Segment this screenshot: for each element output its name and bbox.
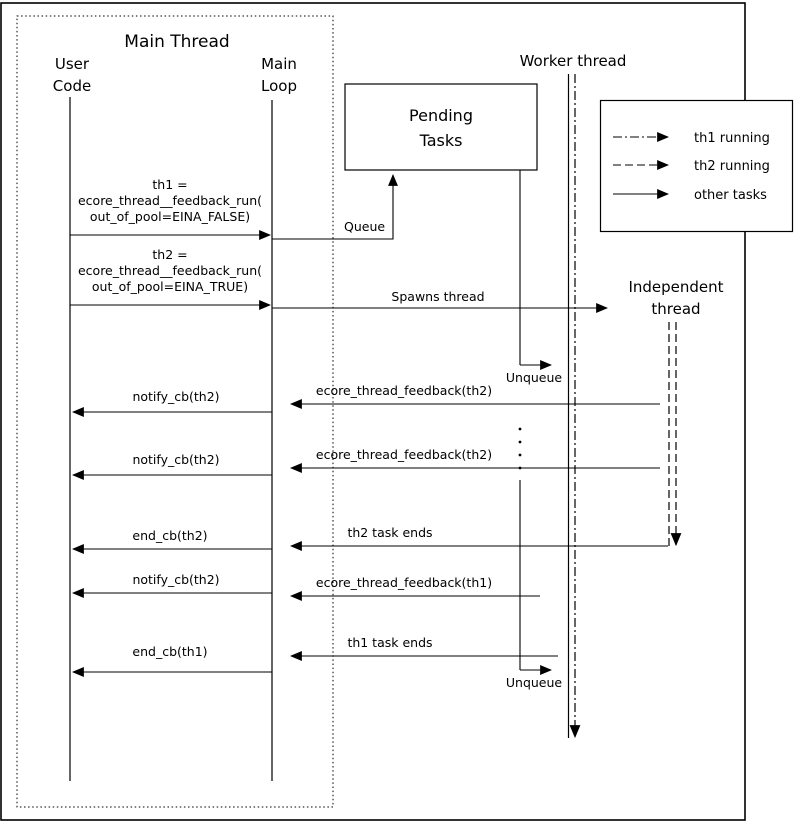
- independent-thread-label-line1: Independent: [628, 278, 723, 296]
- dot-3: [518, 453, 522, 457]
- msg-notify-3-label: notify_cb(th2): [132, 572, 219, 587]
- msg-notify-2-label: notify_cb(th2): [132, 452, 219, 467]
- msg-th1-run-line1: th1 =: [152, 177, 187, 192]
- legend-box: [599, 99, 794, 233]
- legend-label-other: other tasks: [694, 188, 767, 203]
- msg-end-cb-th1-label: end_cb(th1): [132, 644, 207, 659]
- independent-thread-label-line2: thread: [651, 300, 700, 318]
- pending-tasks-box: [344, 83, 538, 171]
- msg-notify-1-label: notify_cb(th2): [132, 389, 219, 404]
- worker-thread-group: Worker thread: [520, 52, 627, 739]
- queue-continuation-dots: [518, 427, 522, 470]
- msg-feedback-th1-label: ecore_thread_feedback(th1): [316, 575, 492, 590]
- dot-2: [518, 440, 522, 444]
- msg-th1-ends-label: th1 task ends: [347, 635, 432, 650]
- outer-frame: [0, 2, 746, 821]
- pending-tasks-group: Pending Tasks: [344, 83, 538, 171]
- independent-thread-group: Independent thread: [628, 278, 724, 547]
- msg-th2-run-line3: out_of_pool=EINA_TRUE): [92, 279, 248, 294]
- main-loop-label-line2: Loop: [261, 77, 297, 95]
- msg-th1-run-line2: ecore_thread__feedback_run(: [78, 193, 262, 208]
- msg-th2-ends-label: th2 task ends: [347, 525, 432, 540]
- legend-label-th1: th1 running: [694, 131, 770, 146]
- msg-th2-run-line1: th2 =: [152, 247, 187, 262]
- msg-unqueue-2-label: Unqueue: [506, 675, 563, 690]
- arrow-queue: [272, 174, 398, 240]
- user-code-label-line2: Code: [53, 77, 91, 95]
- pending-tasks-label-line2: Tasks: [419, 131, 463, 150]
- msg-queue-label: Queue: [344, 219, 385, 234]
- main-thread-title: Main Thread: [124, 32, 229, 52]
- dot-1: [518, 427, 522, 431]
- msg-spawns-label: Spawns thread: [391, 289, 484, 304]
- worker-thread-label: Worker thread: [520, 52, 627, 70]
- msg-end-cb-th2-label: end_cb(th2): [132, 528, 207, 543]
- msg-th1-run-line3: out_of_pool=EINA_FALSE): [90, 209, 250, 224]
- user-code-label-line1: User: [55, 55, 90, 73]
- pending-tasks-label-line1: Pending: [409, 106, 473, 125]
- msg-unqueue-1-label: Unqueue: [506, 370, 563, 385]
- main-thread-group: Main Thread User Code Main Loop: [16, 15, 334, 808]
- legend-group: th1 running th2 running other tasks: [599, 99, 794, 233]
- msg-th2-run-line2: ecore_thread__feedback_run(: [78, 263, 262, 278]
- messages-group: th1 = ecore_thread__feedback_run( out_of…: [70, 170, 668, 690]
- msg-feedback-th2-1-label: ecore_thread_feedback(th2): [316, 383, 492, 398]
- legend-label-th2: th2 running: [694, 159, 770, 174]
- msg-feedback-th2-2-label: ecore_thread_feedback(th2): [316, 447, 492, 462]
- main-loop-label-line1: Main: [261, 55, 297, 73]
